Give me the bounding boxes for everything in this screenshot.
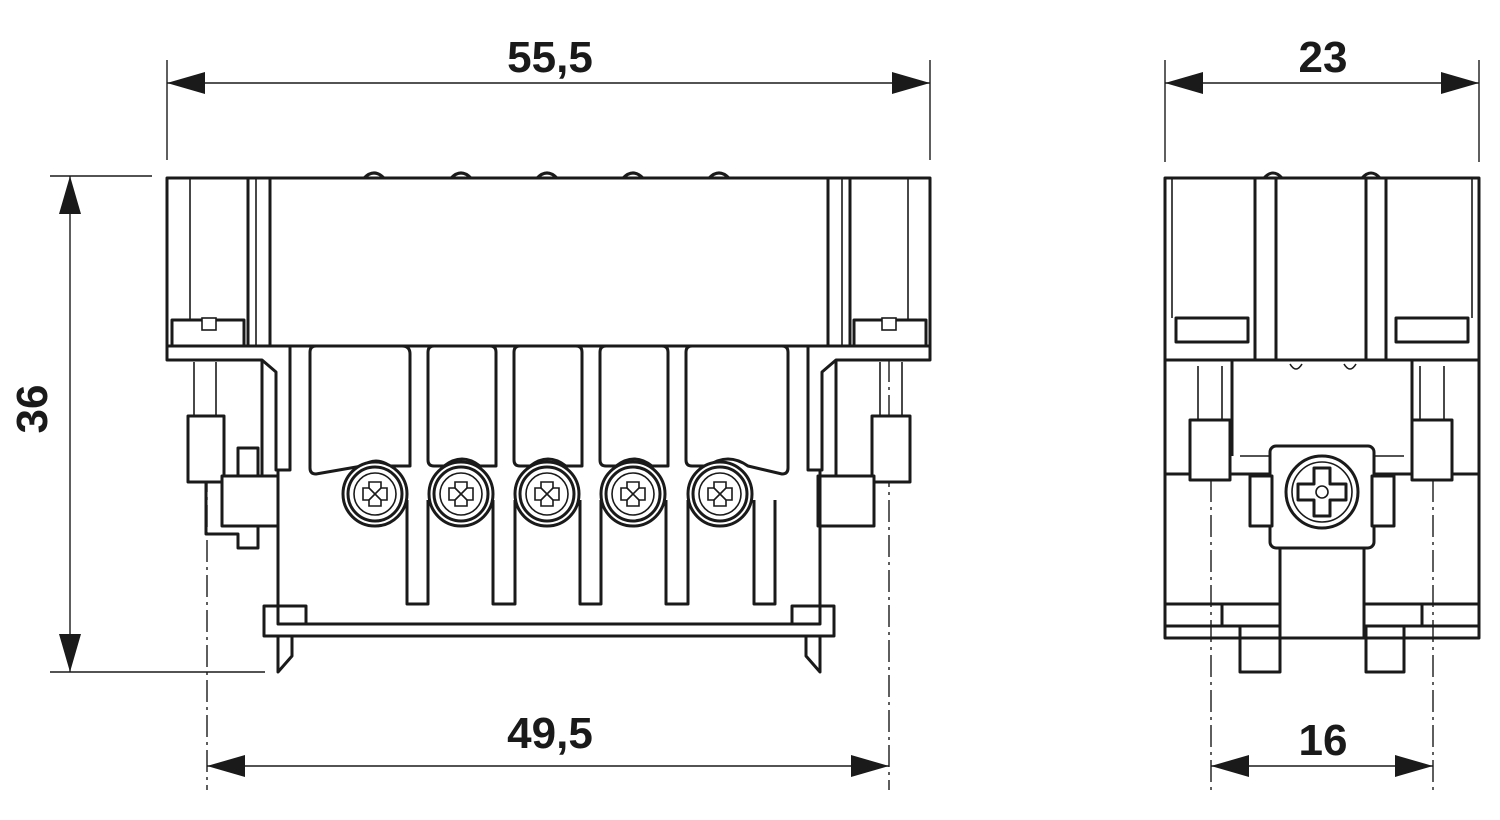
dimension-label-front-width: 55,5 [507, 33, 593, 82]
screw-5-icon [686, 460, 754, 528]
arrow-right-icon [1395, 755, 1433, 777]
screw-4-icon [599, 460, 667, 528]
left-latch [165, 317, 292, 550]
partitions [405, 500, 777, 606]
arrow-left-icon [1165, 72, 1203, 94]
dimension-front-bottom-width: 49,5 [206, 360, 890, 790]
arrow-left-icon [207, 755, 245, 777]
arrow-left-icon [167, 72, 205, 94]
dimension-front-width: 55,5 [166, 33, 931, 160]
dimension-front-height: 36 [8, 175, 265, 673]
screw-2-icon [427, 460, 495, 528]
lower-body [262, 470, 836, 638]
dimension-label-side-width: 23 [1299, 33, 1348, 82]
right-latch [806, 317, 932, 528]
dimension-label-side-bottom-width: 16 [1299, 716, 1348, 765]
arrow-up-icon [59, 176, 81, 214]
side-view [1163, 171, 1481, 674]
arrow-down-icon [59, 634, 81, 672]
front-view [165, 171, 932, 674]
arrow-left-icon [1211, 755, 1249, 777]
side-screw-icon [1284, 454, 1360, 530]
screw-3-icon [513, 460, 581, 528]
arrow-right-icon [851, 755, 889, 777]
dimension-side-width: 23 [1164, 33, 1480, 162]
dimension-label-front-bottom-width: 49,5 [507, 709, 593, 758]
dimension-label-front-height: 36 [8, 385, 57, 434]
arrow-right-icon [892, 72, 930, 94]
terminal-windows [308, 344, 790, 476]
upper-housing [165, 176, 932, 348]
screw-1-icon [341, 460, 409, 528]
dimension-side-bottom-width: 16 [1210, 480, 1434, 790]
arrow-right-icon [1441, 72, 1479, 94]
